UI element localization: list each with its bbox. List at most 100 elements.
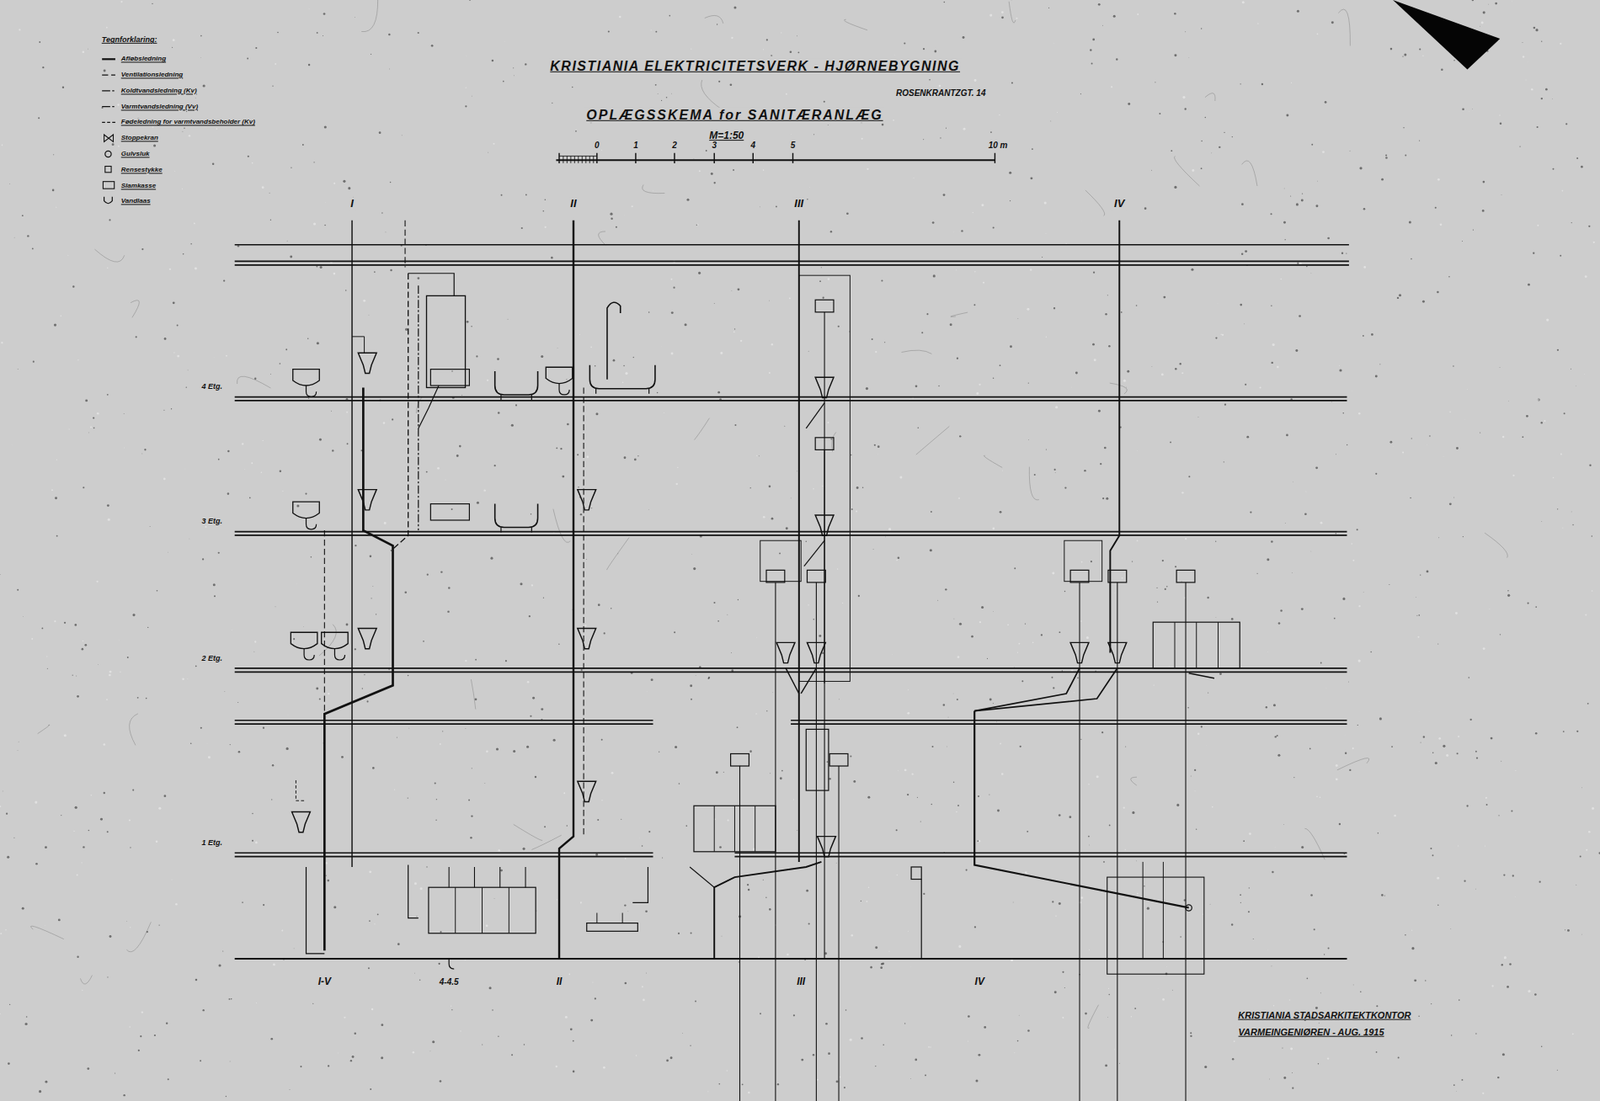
speckle bbox=[807, 350, 810, 352]
speckle bbox=[770, 54, 773, 57]
speckle bbox=[1541, 421, 1543, 424]
speckle bbox=[389, 68, 391, 70]
speckle bbox=[1419, 741, 1422, 744]
speckle bbox=[287, 714, 289, 716]
speckle bbox=[1096, 775, 1099, 779]
speckle bbox=[601, 800, 603, 801]
speckle bbox=[182, 253, 185, 256]
speckle bbox=[1475, 1033, 1477, 1035]
speckle bbox=[434, 783, 437, 785]
speckle bbox=[1533, 26, 1536, 30]
speckle bbox=[1317, 1063, 1319, 1065]
speckle bbox=[1202, 913, 1204, 915]
speckle bbox=[1320, 522, 1323, 525]
speckle bbox=[373, 271, 376, 273]
speckle bbox=[171, 880, 173, 881]
bath-leg bbox=[531, 527, 533, 533]
speckle bbox=[1265, 706, 1268, 709]
speckle bbox=[931, 804, 933, 806]
speckle bbox=[1563, 412, 1566, 415]
speckle bbox=[44, 925, 47, 928]
speckle bbox=[1241, 202, 1244, 206]
cistern-symbol bbox=[829, 753, 848, 767]
speckle bbox=[637, 455, 639, 457]
speckle bbox=[1205, 117, 1207, 119]
speckle bbox=[1384, 895, 1386, 896]
speckle bbox=[1581, 787, 1584, 790]
speckle bbox=[439, 931, 442, 934]
speckle bbox=[1215, 616, 1217, 619]
speckle bbox=[1292, 481, 1295, 484]
speckle bbox=[525, 194, 528, 197]
speckle bbox=[426, 471, 428, 474]
speckle bbox=[1335, 778, 1339, 782]
speckle bbox=[414, 882, 417, 886]
speckle bbox=[200, 56, 203, 59]
speckle bbox=[1379, 363, 1382, 366]
speckle bbox=[1029, 176, 1033, 180]
speckle bbox=[1104, 1064, 1108, 1067]
speckle bbox=[1103, 861, 1105, 864]
speckle bbox=[693, 567, 696, 571]
speckle bbox=[82, 486, 85, 489]
water-pipe bbox=[524, 867, 526, 888]
speckle bbox=[556, 899, 558, 901]
speckle bbox=[1426, 570, 1430, 574]
speckle bbox=[1434, 762, 1438, 765]
speckle bbox=[1327, 1057, 1329, 1060]
scale-bar bbox=[559, 155, 598, 157]
speckle bbox=[1404, 934, 1407, 937]
speckle bbox=[903, 42, 906, 44]
speckle bbox=[1328, 948, 1330, 950]
speckle bbox=[837, 568, 838, 570]
speckle bbox=[1001, 773, 1003, 775]
speckle bbox=[572, 1040, 575, 1043]
stack-number: 4-4.5 bbox=[437, 977, 461, 988]
speckle bbox=[1502, 436, 1504, 438]
speckle bbox=[1593, 241, 1595, 244]
speckle bbox=[982, 282, 985, 284]
speckle bbox=[1335, 533, 1337, 534]
speckle bbox=[1125, 849, 1126, 851]
speckle bbox=[1411, 947, 1414, 950]
speckle bbox=[1064, 486, 1067, 489]
speckle bbox=[316, 32, 319, 34]
speckle bbox=[1026, 831, 1029, 833]
speckle bbox=[190, 243, 192, 246]
wc-symbol bbox=[577, 490, 597, 511]
speckle bbox=[1376, 1051, 1378, 1054]
speckle bbox=[1011, 82, 1014, 85]
speckle bbox=[827, 1052, 831, 1056]
speckle bbox=[733, 6, 736, 10]
speckle bbox=[656, 92, 659, 95]
speckle bbox=[451, 1009, 453, 1011]
speckle bbox=[485, 924, 489, 928]
speckle bbox=[395, 736, 398, 739]
speckle bbox=[1191, 169, 1195, 172]
trap-symbol bbox=[304, 649, 315, 661]
speckle bbox=[97, 664, 100, 667]
scratch bbox=[1242, 160, 1258, 187]
speckle bbox=[1434, 207, 1437, 209]
speckle bbox=[1475, 751, 1478, 753]
tank-wall bbox=[1162, 862, 1164, 960]
speckle bbox=[52, 189, 55, 192]
speckle bbox=[459, 1030, 461, 1032]
drain-main bbox=[974, 711, 1189, 909]
speckle bbox=[17, 741, 20, 743]
speckle bbox=[0, 1013, 1, 1015]
speckle bbox=[1452, 365, 1455, 368]
speckle bbox=[656, 392, 658, 394]
speckle bbox=[868, 886, 870, 888]
speckle bbox=[1419, 574, 1421, 576]
scale-tick bbox=[596, 153, 598, 164]
speckle bbox=[1319, 992, 1322, 995]
speckle bbox=[380, 1056, 384, 1060]
speckle bbox=[325, 202, 327, 204]
speckle bbox=[1089, 48, 1092, 51]
speckle bbox=[862, 487, 864, 489]
speckle bbox=[1273, 1005, 1275, 1007]
speckle bbox=[843, 1087, 846, 1089]
speckle bbox=[331, 449, 334, 452]
speckle bbox=[958, 945, 961, 949]
